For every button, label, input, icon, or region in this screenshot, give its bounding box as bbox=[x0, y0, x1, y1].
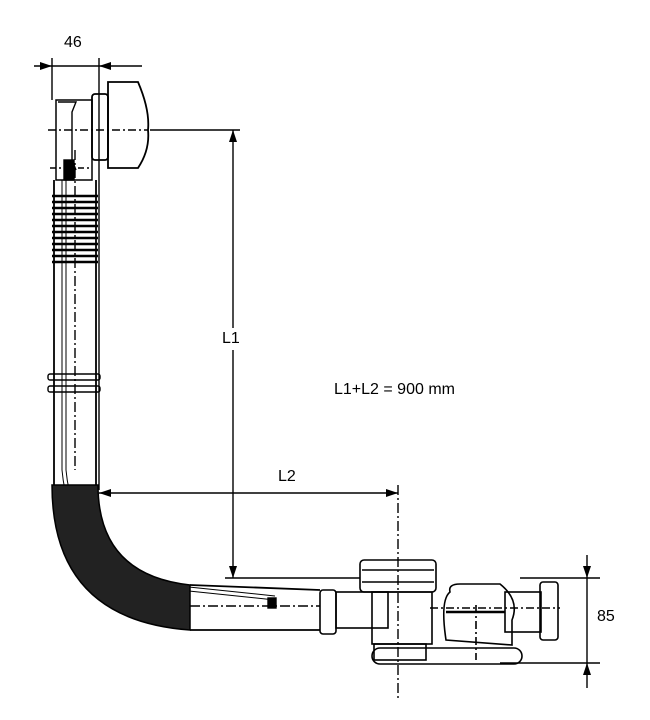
dimension-l1-label: L1 bbox=[222, 328, 240, 350]
waste-assembly bbox=[319, 559, 560, 665]
length-note: L1+L2 = 900 mm bbox=[334, 381, 455, 399]
corrugated-bend bbox=[51, 484, 321, 631]
dimension-46-label: 46 bbox=[64, 34, 82, 52]
dimension-85-label: 85 bbox=[597, 608, 615, 626]
dimension-85 bbox=[500, 555, 600, 688]
dimension-46 bbox=[34, 58, 142, 490]
dimension-l2 bbox=[99, 485, 399, 700]
overflow-head bbox=[48, 81, 150, 181]
dimension-l2-label: L2 bbox=[278, 468, 296, 486]
dimension-l1 bbox=[150, 129, 360, 579]
